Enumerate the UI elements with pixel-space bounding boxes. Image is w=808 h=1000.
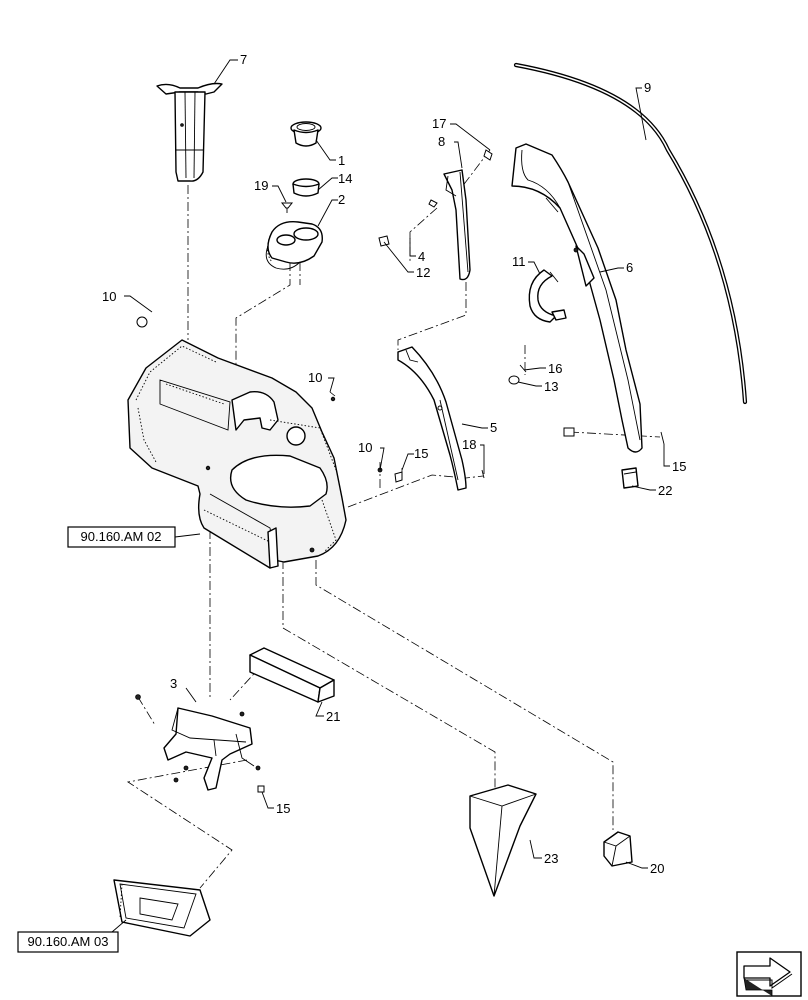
part-19-screw	[280, 202, 294, 213]
part-21-block	[249, 647, 335, 703]
callout-6: 6	[626, 260, 633, 275]
callout-8: 8	[438, 134, 445, 149]
part-13-plug	[508, 375, 520, 385]
part-12-clip	[378, 235, 390, 247]
callout-11: 11	[512, 254, 526, 269]
reference-box-upper[interactable]: 90.160.AM 02	[67, 526, 176, 548]
callout-15-mid: 15	[414, 446, 428, 461]
callout-5: 5	[490, 420, 497, 435]
callout-4: 4	[418, 249, 425, 264]
leader-lines	[111, 59, 670, 933]
screw-hardware	[330, 396, 665, 483]
part-1-cap	[290, 121, 322, 147]
part-20-block	[603, 831, 633, 867]
callout-15-low: 15	[276, 801, 290, 816]
part-6-trim-rail	[511, 143, 643, 453]
callout-10-top: 10	[102, 289, 116, 304]
callout-21: 21	[326, 709, 340, 724]
part-3-bracket	[135, 694, 265, 793]
part-10-plug	[136, 316, 148, 328]
callout-15-right: 15	[672, 459, 686, 474]
callout-10-low: 10	[358, 440, 372, 455]
callout-22: 22	[658, 483, 672, 498]
part-7-post	[156, 82, 223, 182]
callout-10-mid: 10	[308, 370, 322, 385]
reference-label-lower: 90.160.AM 03	[28, 934, 109, 949]
callout-14: 14	[338, 171, 352, 186]
callout-3: 3	[170, 676, 177, 691]
console-panel	[127, 339, 347, 569]
callout-1: 1	[338, 153, 345, 168]
part-14-ring	[292, 178, 320, 197]
part-16-pin	[519, 364, 527, 373]
callout-23: 23	[544, 851, 558, 866]
reference-box-lower[interactable]: 90.160.AM 03	[17, 931, 119, 953]
part-23-wedge	[469, 784, 537, 897]
part-8-pillar-trim	[443, 169, 471, 281]
part-4-clip	[428, 199, 438, 208]
part-22-cap	[621, 467, 639, 489]
callout-7: 7	[240, 52, 247, 67]
part-11-strap	[528, 269, 567, 323]
callout-13: 13	[544, 379, 558, 394]
part-5-pillar-trim	[397, 346, 467, 491]
callout-labels: 7 1 14 2 19 10 10 10 15 5 18 8 17 4 12 9…	[102, 52, 686, 876]
callout-18: 18	[462, 437, 476, 452]
callout-9: 9	[644, 80, 651, 95]
lower-ref-assembly	[113, 879, 211, 937]
part-9-seal-strip	[513, 62, 748, 405]
callout-19: 19	[254, 178, 268, 193]
callout-2: 2	[338, 192, 345, 207]
part-17-fastener	[483, 149, 493, 161]
part-2-cup-holder	[265, 221, 323, 270]
callout-12: 12	[416, 265, 430, 280]
reference-label-upper: 90.160.AM 02	[81, 529, 162, 544]
callout-20: 20	[650, 861, 664, 876]
next-page-arrow-icon[interactable]	[736, 951, 802, 997]
callout-17: 17	[432, 116, 446, 131]
callout-16: 16	[548, 361, 562, 376]
